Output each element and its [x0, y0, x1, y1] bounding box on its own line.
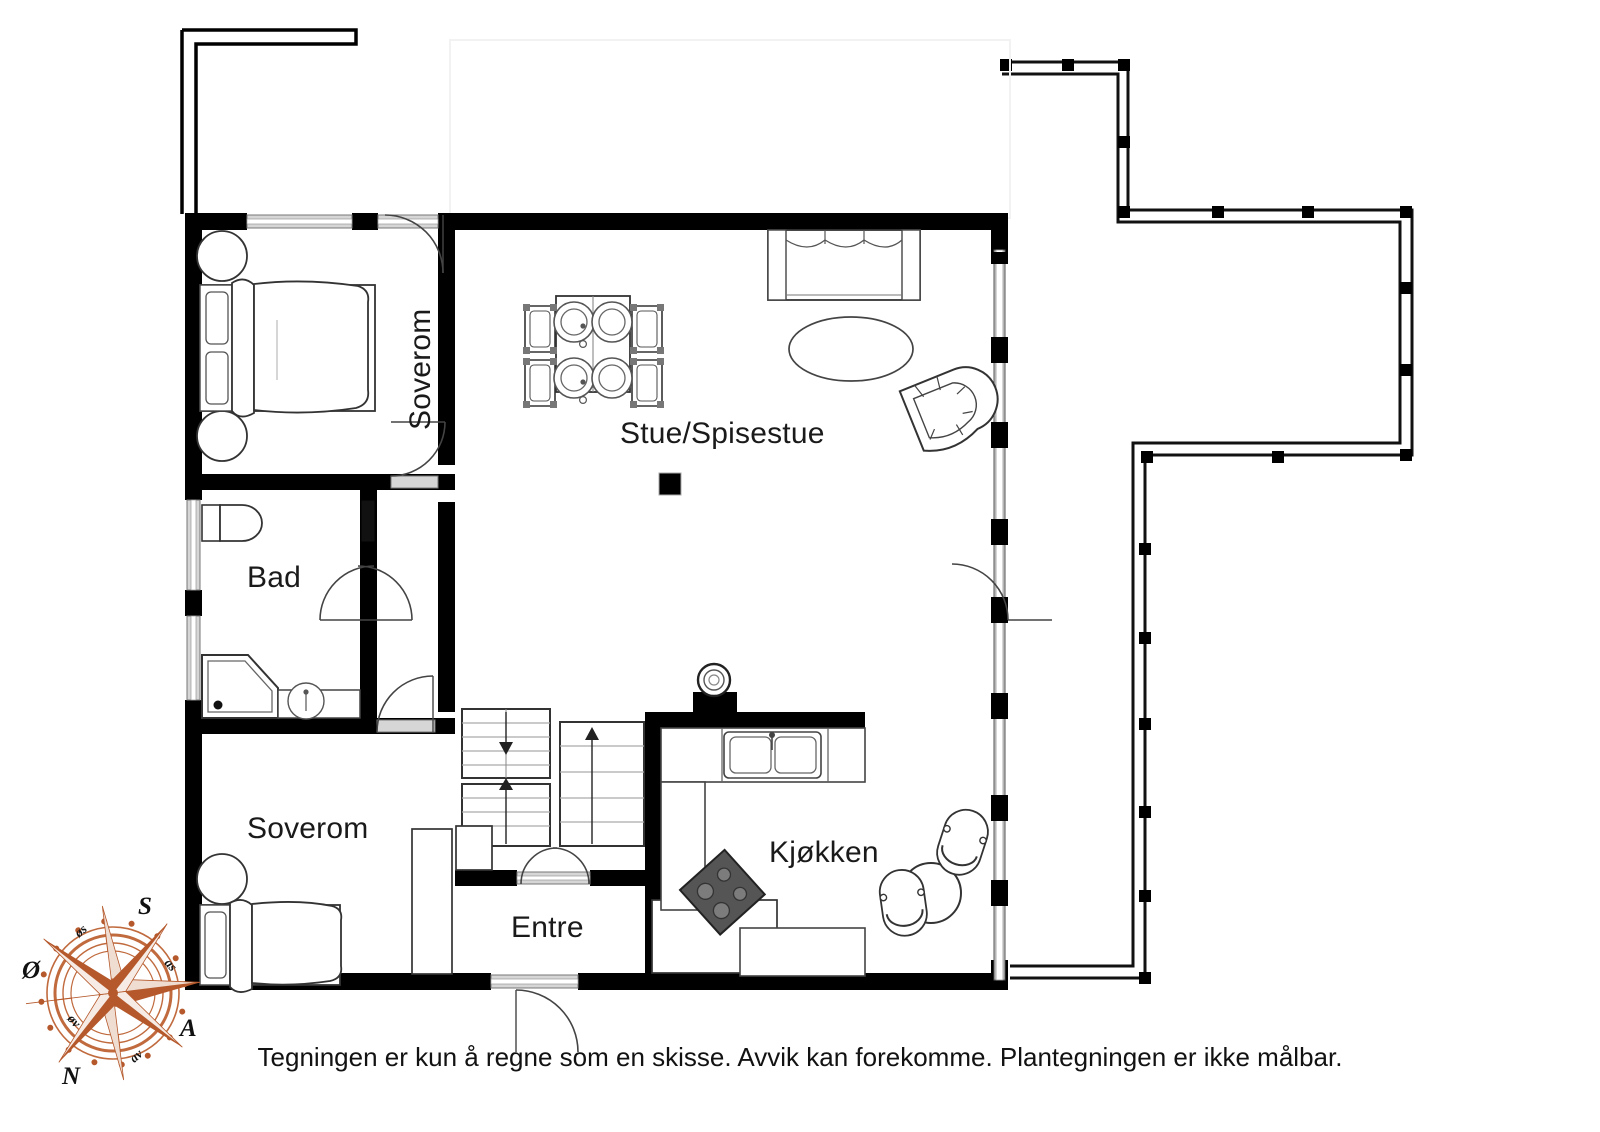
kitchen-furniture — [660, 662, 995, 977]
door-swings — [319, 214, 590, 1053]
wall-clock — [696, 662, 732, 698]
nightstand-round — [196, 853, 248, 905]
bedroom2-furniture — [196, 853, 343, 993]
place-setting — [553, 357, 595, 399]
double-bed — [199, 278, 376, 418]
compass-label-a: A — [180, 1015, 197, 1042]
corner-shower — [201, 654, 279, 719]
upper-entry-platform — [180, 28, 358, 214]
oval-rug — [788, 316, 914, 382]
closet — [455, 825, 493, 871]
staircase-up — [559, 721, 645, 847]
room-label-soverom-2: Soverom — [247, 812, 369, 845]
nightstand-round — [196, 410, 248, 462]
compass-label-ov: øv — [64, 1011, 85, 1031]
bathroom-sink — [277, 682, 361, 720]
terrace-posts — [1000, 59, 1412, 984]
nightstand-round — [196, 230, 248, 282]
living-room-furniture — [658, 229, 999, 496]
door-swing-hall-bath — [376, 675, 434, 733]
kitchen-sink-double — [723, 731, 822, 779]
dining-set — [522, 295, 665, 409]
compass-label-as: as — [161, 955, 181, 974]
compass-star-cardinal — [43, 923, 183, 1063]
door-swing-bath-right — [357, 565, 413, 621]
room-label-entre: Entre — [511, 911, 584, 944]
stair-arrow-down — [499, 742, 513, 755]
structural-column — [658, 472, 682, 496]
place-setting — [553, 301, 595, 343]
bathroom-fixtures — [201, 504, 361, 720]
closet — [411, 828, 453, 975]
compass-label-os: øs — [71, 921, 90, 941]
toilet — [201, 504, 263, 542]
shower-drain — [213, 700, 223, 710]
compass-label-o: Ø — [22, 957, 41, 984]
place-setting — [591, 357, 633, 399]
stair-arrow-up — [585, 727, 599, 740]
windows — [186, 214, 591, 989]
room-label-bad: Bad — [247, 561, 301, 594]
armchair — [898, 366, 999, 452]
door-swing-bedroom1-bottom — [390, 421, 446, 477]
disclaimer-caption: Tegningen er kun å regne som en skisse. … — [257, 1042, 1343, 1072]
terrace-door-swing — [951, 563, 1009, 621]
room-label-soverom-1: Soverom — [404, 308, 437, 430]
dining-chair — [629, 357, 665, 409]
stair-arrow-up — [499, 778, 513, 790]
glazed-wall-right — [951, 249, 1052, 981]
round-table-two-chairs — [875, 803, 995, 940]
dining-chair — [522, 303, 558, 355]
single-bed — [199, 899, 343, 993]
sofa-three-seat — [767, 229, 921, 301]
place-setting — [591, 301, 633, 343]
door-swing-front — [515, 989, 579, 1053]
compass-label-n: N — [62, 1063, 81, 1090]
staircase-down — [461, 708, 551, 779]
room-label-stue-spisestue: Stue/Spisestue — [620, 417, 825, 450]
compass-label-s: S — [138, 893, 152, 920]
dining-chair — [522, 357, 558, 409]
door-swing-bedroom1-top — [384, 214, 444, 274]
door-swing-entre-left — [520, 847, 558, 885]
door-swing-entre-right — [552, 847, 590, 885]
bedroom1-furniture — [196, 230, 376, 462]
compass-rose — [25, 905, 201, 1081]
kitchen-counter-bottom — [739, 927, 866, 977]
dining-chair — [629, 303, 665, 355]
compass-labels: S A N Ø øs as av øv — [20, 885, 210, 1090]
interior-walls — [185, 213, 865, 990]
room-label-kjokken: Kjøkken — [769, 836, 879, 869]
cooktop-four-burner — [678, 848, 767, 937]
